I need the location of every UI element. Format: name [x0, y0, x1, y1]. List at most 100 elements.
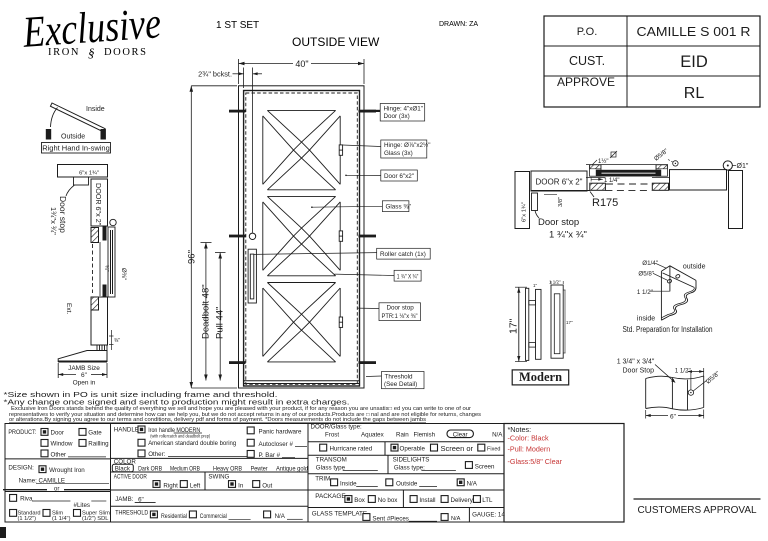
- svg-text:In: In: [238, 483, 244, 490]
- svg-text:-Pull: Modern: -Pull: Modern: [508, 445, 551, 454]
- svg-text:Pull 44": Pull 44": [215, 307, 226, 339]
- svg-text:THRESHOLD: THRESHOLD: [115, 510, 148, 517]
- svg-text:Door 6"x2": Door 6"x2": [384, 173, 414, 180]
- svg-text:6": 6": [81, 372, 88, 379]
- svg-text:DOOR 6"x 2": DOOR 6"x 2": [535, 178, 582, 187]
- svg-text:1½": 1½": [598, 158, 608, 165]
- svg-text:Panic hardware: Panic hardware: [259, 429, 303, 436]
- svg-text:PTR:1 ⅛"x ⅜": PTR:1 ⅛"x ⅜": [382, 313, 418, 320]
- svg-text:Window: Window: [51, 441, 74, 448]
- svg-text:DRAWN: ZA: DRAWN: ZA: [439, 21, 478, 28]
- svg-text:17": 17": [566, 320, 573, 325]
- svg-text:IRON: IRON: [48, 47, 80, 58]
- svg-text:Deadbolt 48": Deadbolt 48": [200, 284, 211, 339]
- svg-text:Frost: Frost: [325, 431, 339, 438]
- svg-text:2¾" bckst.: 2¾" bckst.: [198, 69, 232, 78]
- svg-text:Sent #Pieces: Sent #Pieces: [372, 515, 408, 522]
- svg-text:OUTSIDE VIEW: OUTSIDE VIEW: [292, 35, 380, 49]
- svg-text:1 3/4" x 3/4": 1 3/4" x 3/4": [617, 359, 655, 366]
- svg-text:Inside: Inside: [340, 480, 357, 487]
- svg-text:DOORS: DOORS: [104, 47, 148, 58]
- svg-text:Wrought Iron: Wrought Iron: [49, 467, 85, 474]
- svg-text:(See Detail): (See Detail): [384, 381, 417, 388]
- svg-text:1 1/2": 1 1/2": [675, 368, 691, 375]
- svg-text:Ø5/8": Ø5/8": [638, 271, 654, 278]
- svg-text:GLASS TEMPLATE: GLASS TEMPLATE: [312, 510, 367, 517]
- svg-text:Exclusive: Exclusive: [21, 0, 163, 57]
- svg-text:APPROVE: APPROVE: [557, 75, 615, 89]
- svg-text:Screen: Screen: [475, 463, 495, 470]
- svg-text:or: or: [54, 485, 60, 492]
- svg-text:RL: RL: [684, 85, 705, 102]
- svg-text:Clear: Clear: [453, 431, 468, 438]
- svg-text:PRODUCT:: PRODUCT:: [8, 429, 36, 436]
- svg-text:Threshold: Threshold: [385, 373, 413, 380]
- svg-text:Hinge: Ø⅞"x2½": Hinge: Ø⅞"x2½": [384, 141, 430, 149]
- svg-text:CUSTOMERS APPROVAL: CUSTOMERS APPROVAL: [637, 505, 757, 516]
- svg-text:1 ST SET: 1 ST SET: [216, 20, 259, 31]
- svg-text:Gate: Gate: [88, 429, 102, 436]
- svg-text:Box: Box: [354, 497, 366, 504]
- svg-text:6": 6": [138, 496, 144, 503]
- svg-text:Delivery: Delivery: [451, 497, 474, 504]
- svg-text:representatives to verify your: representatives to verify your situation…: [9, 412, 482, 418]
- svg-text:inside: inside: [637, 316, 655, 323]
- svg-text:Aquatex: Aquatex: [361, 431, 385, 438]
- svg-text:or alterations.By signing you: or alterations.By signing you agree to o…: [9, 417, 427, 423]
- svg-text:Medium ORB: Medium ORB: [170, 466, 200, 473]
- svg-text:R175: R175: [592, 197, 618, 209]
- svg-text:§: §: [88, 45, 95, 60]
- svg-text:Door stop: Door stop: [538, 217, 579, 228]
- svg-text:Right Hand In-swing: Right Hand In-swing: [42, 144, 110, 153]
- svg-text:SWING: SWING: [208, 474, 229, 481]
- svg-text:N/A: N/A: [492, 431, 503, 438]
- svg-text:1 1/4": 1 1/4": [604, 178, 619, 184]
- svg-text:Door Stop: Door Stop: [623, 368, 655, 375]
- svg-text:outside: outside: [683, 263, 706, 270]
- svg-text:(with rollercatch and deadbolt: (with rollercatch and deadbolt prep): [150, 434, 210, 440]
- svg-text:Ø5/8": Ø5/8": [653, 147, 670, 162]
- svg-text:Super Slim: Super Slim: [82, 511, 110, 517]
- svg-text:P. Bar #: P. Bar #: [259, 452, 281, 459]
- svg-text:(1 1/2"): (1 1/2"): [18, 516, 37, 522]
- svg-text:TRANSOM: TRANSOM: [316, 457, 347, 464]
- svg-text:N/A: N/A: [451, 516, 461, 522]
- svg-text:Modern: Modern: [519, 370, 562, 384]
- svg-text:Outside: Outside: [61, 134, 85, 141]
- svg-text:Residential: Residential: [161, 513, 187, 520]
- svg-text:HANDLE:: HANDLE:: [114, 426, 141, 433]
- svg-text:Std. Preparation for Installat: Std. Preparation for Installation: [623, 325, 713, 334]
- svg-text:Heavy ORB: Heavy ORB: [213, 466, 242, 473]
- svg-text:Right: Right: [163, 483, 178, 490]
- svg-text:1 ¾"x ¾": 1 ¾"x ¾": [549, 230, 587, 241]
- svg-text:Inside: Inside: [86, 106, 105, 113]
- svg-text:Fixed: Fixed: [487, 446, 500, 452]
- svg-text:Install: Install: [419, 497, 435, 504]
- svg-text:N/A: N/A: [275, 513, 286, 520]
- svg-text:CUST.: CUST.: [569, 54, 605, 68]
- svg-text:6": 6": [670, 414, 677, 421]
- svg-text:Door (3x): Door (3x): [384, 113, 410, 120]
- svg-text:17": 17": [508, 318, 520, 334]
- svg-text:Ø1": Ø1": [737, 163, 749, 170]
- svg-text:SIDELIGHTS: SIDELIGHTS: [393, 457, 430, 464]
- svg-text:(1 1/4"): (1 1/4"): [52, 516, 71, 522]
- svg-text:Commercial: Commercial: [200, 513, 227, 520]
- svg-text:*Size shown in PO is unit size: *Size shown in PO is unit size including…: [4, 390, 278, 399]
- svg-text:Glass (3x): Glass (3x): [384, 150, 413, 157]
- svg-text:¾": ¾": [103, 265, 109, 272]
- svg-text:1¾"x ¾": 1¾"x ¾": [49, 207, 58, 235]
- svg-text:1 1/2": 1 1/2": [637, 289, 653, 296]
- svg-text:*Any change once signed and se: *Any change once signed and sent to prod…: [4, 397, 350, 406]
- svg-text:(1/2") SDL: (1/2") SDL: [82, 516, 108, 522]
- svg-text:40": 40": [295, 59, 308, 69]
- svg-text:6"x 1¾": 6"x 1¾": [522, 202, 528, 222]
- svg-text:1 ¾" X ¾": 1 ¾" X ¾": [397, 273, 419, 280]
- svg-text:Out: Out: [262, 483, 272, 490]
- svg-text:Screen or: Screen or: [441, 444, 474, 453]
- svg-text:Ø5/8": Ø5/8": [705, 370, 721, 385]
- svg-text:Ø⅜": Ø⅜": [120, 268, 126, 280]
- svg-text:American standard double borin: American standard double boring: [148, 440, 237, 447]
- svg-text:CAMILLE S 001 R: CAMILLE S 001 R: [637, 25, 751, 39]
- svg-text:Left: Left: [190, 483, 201, 490]
